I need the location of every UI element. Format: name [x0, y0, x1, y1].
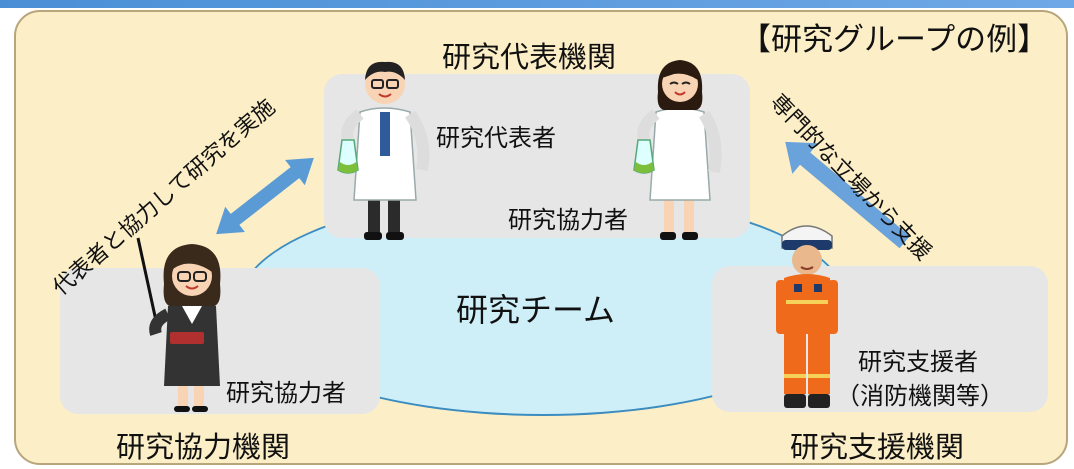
coop-org-label: 研究協力機関	[116, 430, 291, 464]
support-arrow	[785, 141, 910, 249]
researcher-female-icon	[633, 60, 722, 240]
support-org-box	[712, 266, 1048, 412]
researcher-male-icon	[337, 61, 430, 240]
lead-representative-label: 研究代表者	[436, 124, 556, 152]
lead-collaborator-label: 研究協力者	[508, 206, 628, 234]
diagram-title: 【研究グループの例】	[740, 22, 1049, 58]
collaboration-arrow	[216, 157, 314, 235]
teacher-female-icon	[136, 237, 221, 412]
supporter-label: 研究支援者	[858, 348, 978, 376]
coop-collaborator-label: 研究協力者	[226, 379, 346, 407]
firefighter-icon	[776, 225, 838, 408]
lead-org-label: 研究代表機関	[442, 40, 617, 74]
supporter-note-label: （消防機関等）	[836, 382, 1004, 410]
top-accent-bar	[0, 0, 1074, 8]
research-team-label: 研究チーム	[456, 291, 616, 329]
support-org-label: 研究支援機関	[790, 430, 965, 464]
